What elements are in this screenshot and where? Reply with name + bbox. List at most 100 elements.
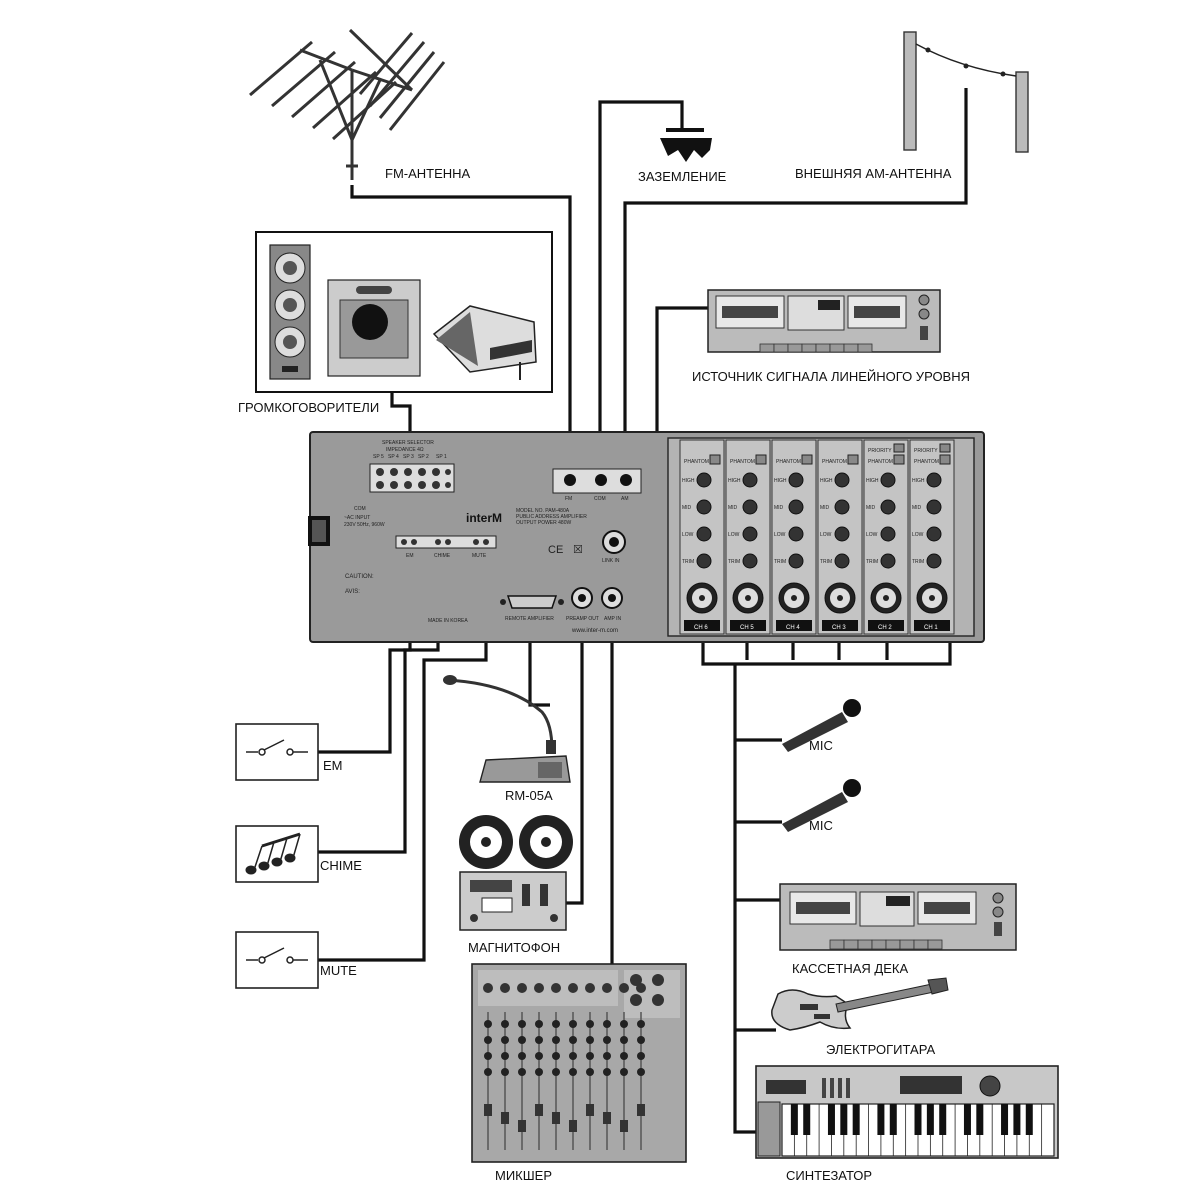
mixer-knob: [501, 1068, 509, 1076]
e-guitar-label: ЭЛЕКТРОГИТАРА: [826, 1042, 935, 1057]
eq-knob[interactable]: [696, 526, 712, 542]
ce-mark: CE: [548, 544, 563, 556]
eq-knob[interactable]: [880, 472, 896, 488]
mixer-knob: [603, 1068, 611, 1076]
power-cord-icon: [308, 516, 330, 546]
eq-knob[interactable]: [926, 499, 942, 515]
phantom-switch[interactable]: [893, 454, 905, 465]
fm-antenna-icon: [249, 28, 446, 180]
mixer-knob: [569, 1068, 577, 1076]
eq-knob[interactable]: [788, 526, 804, 542]
black-key: [1001, 1104, 1009, 1135]
phantom-label: PHANTOM: [822, 459, 847, 465]
phantom-label: PHANTOM: [776, 459, 801, 465]
eq-row-label: HIGH: [866, 478, 879, 484]
mixer-knob: [637, 1020, 645, 1028]
eq-knob[interactable]: [834, 499, 850, 515]
phantom-switch[interactable]: [755, 454, 767, 465]
channel-label: CH 6: [694, 625, 708, 631]
cassette-deck-icon: [779, 883, 1017, 951]
eq-knob[interactable]: [880, 526, 896, 542]
channel-label: CH 3: [832, 625, 846, 631]
preamp-out-label: PREAMP OUT: [566, 616, 599, 622]
mixer-knob: [535, 1020, 543, 1028]
remote-amplifier-port: [500, 595, 564, 609]
speaker-selector-label: SPEAKER SELECTOR: [382, 440, 434, 446]
mixer-knob: [586, 1068, 594, 1076]
mixer-knob: [552, 1068, 560, 1076]
mixer-knob: [517, 983, 527, 993]
eq-knob[interactable]: [788, 472, 804, 488]
impedance-label: IMPEDANCE 4Ω: [386, 447, 424, 453]
eq-knob[interactable]: [926, 553, 942, 569]
eq-knob[interactable]: [788, 499, 804, 515]
electric-guitar-icon: [771, 977, 949, 1031]
synthesizer-icon: [755, 1065, 1059, 1159]
mixer-fader: [552, 1112, 560, 1124]
column-speaker-icon: [269, 244, 311, 380]
eq-row-label: MID: [866, 505, 876, 511]
mixer-knob: [569, 1020, 577, 1028]
mixer-knob: [518, 1068, 526, 1076]
eq-row-label: LOW: [774, 532, 786, 538]
mixer-knob: [619, 983, 629, 993]
eq-knob[interactable]: [742, 472, 758, 488]
phantom-switch[interactable]: [939, 454, 951, 465]
mic1-label: MIC: [809, 738, 833, 753]
eq-knob[interactable]: [696, 499, 712, 515]
eq-knob[interactable]: [834, 472, 850, 488]
eq-knob[interactable]: [880, 499, 896, 515]
mixer-fader: [603, 1112, 611, 1124]
mixer-knob: [620, 1052, 628, 1060]
priority-switch[interactable]: [939, 443, 951, 453]
amp-in-label: AMP IN: [604, 616, 622, 622]
phantom-switch[interactable]: [847, 454, 859, 465]
black-key: [803, 1104, 811, 1135]
type-label: PUBLIC ADDRESS AMPLIFIER: [516, 514, 587, 520]
microphone-2-icon: [782, 779, 861, 832]
mixer-knob: [535, 1036, 543, 1044]
eq-row-label: TRIM: [866, 559, 878, 565]
eq-knob[interactable]: [880, 553, 896, 569]
mixer-fader: [620, 1120, 628, 1132]
mixer-knob: [620, 1020, 628, 1028]
eq-knob[interactable]: [926, 472, 942, 488]
phantom-switch[interactable]: [801, 454, 813, 465]
mixer-knob: [501, 1036, 509, 1044]
remote-amplifier-label: REMOTE AMPLIFIER: [505, 616, 554, 622]
ground-icon: [660, 128, 712, 162]
eq-knob[interactable]: [788, 553, 804, 569]
mixer-knob: [552, 1036, 560, 1044]
black-key: [914, 1104, 922, 1135]
eq-knob[interactable]: [834, 526, 850, 542]
mixer-knob: [484, 1020, 492, 1028]
black-key: [877, 1104, 885, 1135]
speakers-label: ГРОМКОГОВОРИТЕЛИ: [238, 400, 379, 415]
phantom-switch[interactable]: [709, 454, 721, 465]
mute-terminal-label: MUTE: [472, 553, 487, 559]
eq-knob[interactable]: [696, 553, 712, 569]
mixer-knob: [569, 1052, 577, 1060]
speaker-terminal-block: [369, 463, 455, 493]
eq-knob[interactable]: [834, 553, 850, 569]
mixer-knob: [603, 1036, 611, 1044]
mixer-knob: [636, 983, 646, 993]
eq-knob[interactable]: [742, 499, 758, 515]
eq-knob[interactable]: [926, 526, 942, 542]
priority-switch[interactable]: [893, 443, 905, 453]
mixer-knob: [535, 1068, 543, 1076]
microphone-1-icon: [782, 699, 861, 752]
com-terminal-label: COM: [594, 496, 606, 502]
mixer-knob: [586, 1052, 594, 1060]
eq-row-label: LOW: [820, 532, 832, 538]
eq-knob[interactable]: [742, 553, 758, 569]
mixer-knob: [501, 1020, 509, 1028]
eq-row-label: MID: [728, 505, 738, 511]
eq-knob[interactable]: [696, 472, 712, 488]
mute-switch-box: [235, 931, 319, 989]
tape-recorder-label: МАГНИТОФОН: [468, 940, 560, 955]
mixer-channel-strips: [483, 974, 664, 1150]
eq-knob[interactable]: [742, 526, 758, 542]
black-key: [827, 1104, 835, 1135]
